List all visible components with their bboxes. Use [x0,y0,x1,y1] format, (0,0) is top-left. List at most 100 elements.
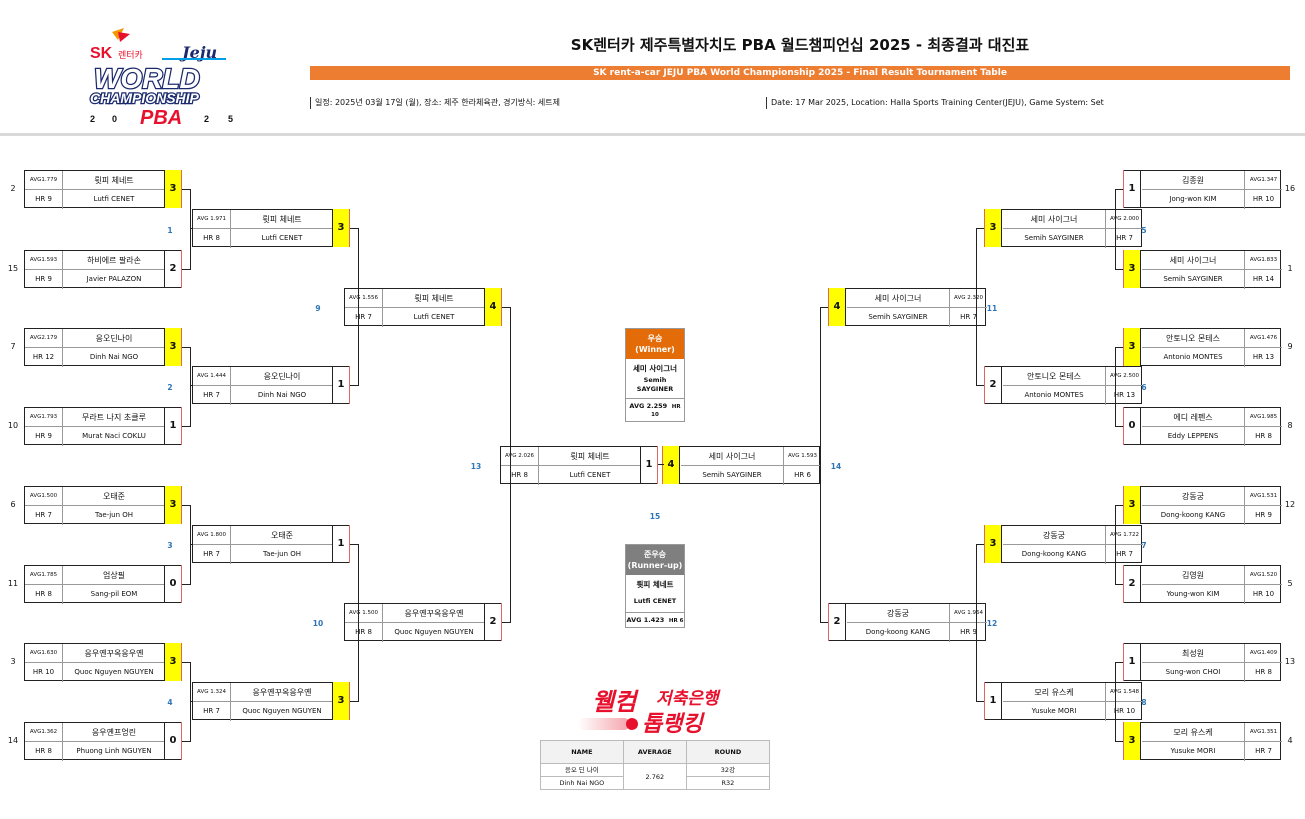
final-left-player-name-english: Lutfi CENET [569,471,611,479]
r1-right-match-1-name-korean: 세미 사이그너 [1142,251,1244,270]
r2-left-match-3-name-korean: 응우옌꾸옥응우옌 [231,683,333,702]
conn-l1-1-out [190,385,192,386]
r1-left-match-4-hr: HR 7 [25,506,63,525]
r1-left-seed-1: 15 [7,264,19,273]
match-number-8: 8 [1141,698,1147,707]
r1-right-match-4-score: 3 [1123,486,1141,524]
ranking-average: 2.762 [622,763,687,790]
conn-l1-1-v [190,347,191,427]
r1-right-match-5-avg: AVG1.520 [1244,566,1282,585]
conn-r2-1-b [976,701,984,702]
conn-l2-1-b [350,701,358,702]
logo-year-3: 2 [204,114,209,124]
sponsor-logo: 웰컴 저축은행 톱랭킹 [578,680,738,737]
r1-right-match-1-hr: HR 14 [1244,270,1282,289]
r2-left-match-0-name-korean: 륏피 체네트 [231,210,333,229]
r1-left-match-2-score: 3 [164,328,182,366]
match-number-11: 11 [986,304,998,313]
winner-name-korean: 세미 사이그너 [632,364,677,373]
r2-right-match-1-hr: HR 13 [1105,386,1143,405]
r1-right-match-3-name-korean: 에디 레펜스 [1142,408,1244,427]
r1-left-match-6-avg: AVG1.630 [25,644,63,663]
runnerup-box: 준우승 (Runner-up) 륏피 체네트 Lutfi CENET AVG 1… [625,544,685,628]
conn-r1-0-v [1115,189,1116,270]
conn-r1-2-b [1115,584,1123,585]
col-average: AVERAGE [622,740,687,764]
final-connector [658,464,664,465]
r2-right-match-3-hr: HR 10 [1105,702,1143,721]
runnerup-title: 준우승 [643,550,667,559]
r1-right-seed-0: 16 [1284,184,1296,193]
conn-l1-3-v [190,662,191,742]
runnerup-title-en: (Runner-up) [627,561,683,570]
r1-left-match-5-name-english: Sang-pil EOM [90,590,138,598]
conn-r1-0-b [1115,269,1123,270]
final-right-player-hr: HR 6 [783,466,821,485]
conn-r1-3-v [1115,662,1116,742]
r1-right-match-5-name-korean: 김영원 [1142,566,1244,585]
r1-left-seed-7: 14 [7,736,19,745]
match-number-1: 1 [167,226,173,235]
r3-left-match-0-name-korean: 륏피 체네트 [383,289,485,308]
conn-r1-2-v [1115,505,1116,585]
r1-right-match-0-hr: HR 10 [1244,190,1282,209]
conn-r1-3-b [1115,741,1123,742]
r1-left-match-6-name-korean: 응우옌꾸옥응우옌 [63,644,165,663]
r3-left-match-1-avg: AVG 1.500 [345,604,383,623]
r2-right-match-2-name-korean: 강동궁 [1003,526,1105,545]
match-number-14: 14 [830,462,842,471]
r1-left-match-0-score: 3 [164,170,182,208]
r1-right-match-3-hr: HR 8 [1244,427,1282,446]
conn-l2-0-v [358,228,359,386]
conn-r1-1-b [1115,426,1123,427]
conn-l1-3-b [182,741,190,742]
r1-left-match-3-avg: AVG1.793 [25,408,63,427]
r1-right-match-6-name-english: Sung-won CHOI [1165,668,1221,676]
col-round: ROUND [685,740,771,764]
r1-left-seed-2: 7 [10,342,16,351]
ranking-round-korean: 32강 [685,763,771,777]
r1-right-match-6-avg: AVG1.409 [1244,644,1282,663]
r1-left-match-1-avg: AVG1.593 [25,251,63,270]
r1-right-match-1-score: 3 [1123,250,1141,288]
match-number-6: 6 [1141,383,1147,392]
r2-left-match-1-avg: AVG 1.444 [193,367,231,386]
page-title: SK렌터카 제주특별자치도 PBA 월드챔피언십 2025 - 최종결과 대진표 [570,36,1030,54]
r1-right-match-3-avg: AVG1.985 [1244,408,1282,427]
match-number-2: 2 [167,383,173,392]
r3-left-match-0-score: 4 [484,288,502,326]
match-number-7: 7 [1141,541,1147,550]
sponsor-welcome: 웰컴 [592,688,637,716]
conn-l2-1-v [358,544,359,702]
r2-right-match-3-avg: AVG 1.548 [1105,683,1143,702]
logo-world: WORLD [94,63,200,94]
r3-left-match-1-score: 2 [484,603,502,641]
r2-right-match-0-hr: HR 7 [1105,229,1143,248]
r2-right-match-1-name-korean: 안토니오 몬테스 [1003,367,1105,386]
r2-right-match-1-avg: AVG 2.500 [1105,367,1143,386]
r1-right-seed-6: 13 [1284,657,1296,666]
r1-left-match-7-avg: AVG1.362 [25,723,63,742]
r1-right-match-2-name-english: Antonio MONTES [1163,353,1223,361]
logo-graphic: SK 렌터카 Jeju WORLD CHAMPIONSHIP 2 0 PBA 2… [89,28,233,129]
logo-year-1: 2 [90,114,95,124]
r2-left-match-0-hr: HR 8 [193,229,231,248]
r3-left-match-0-avg: AVG 1.556 [345,289,383,308]
r3-right-match-1-hr: HR 9 [949,623,987,642]
r1-right-match-5-hr: HR 10 [1244,585,1282,604]
r3-left-match-1-name-english: Quoc Nguyen NGUYEN [394,628,474,636]
r1-left-match-2-name-korean: 응오딘나이 [63,329,165,348]
sponsor-dot [626,718,638,730]
winner-name-english: Semih SAYGINER [636,376,674,393]
conn-r2-0-b [976,385,984,386]
